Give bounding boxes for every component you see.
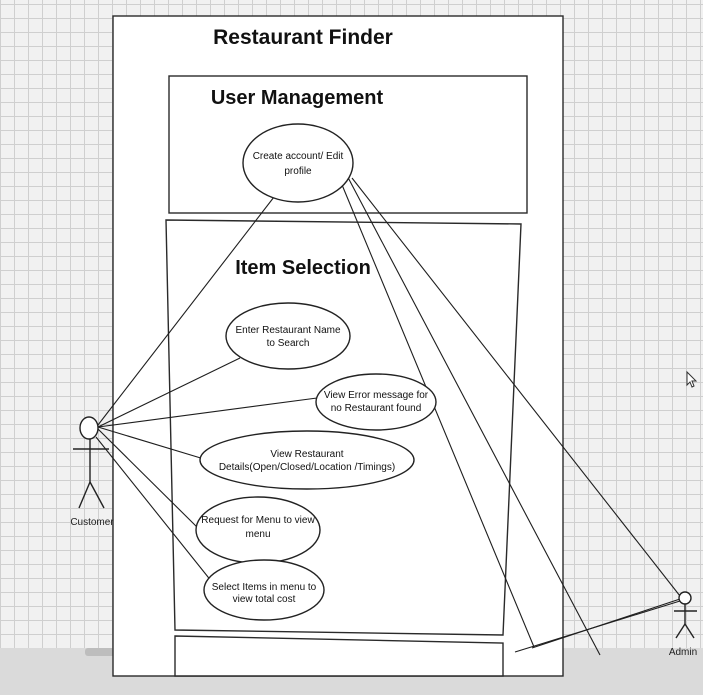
package-user-management [168, 75, 528, 214]
association-line [342, 167, 601, 656]
actor-head [678, 591, 692, 605]
actor-label-admin: Admin [669, 647, 697, 658]
association-line [97, 426, 205, 460]
association-line [97, 196, 275, 426]
association-line [351, 177, 681, 597]
use-case-select-items[interactable]: Select Items in menu to view total cost [203, 559, 325, 621]
use-case-ellipse [225, 302, 351, 370]
use-case-request-menu[interactable]: Request for Menu to view menu [195, 496, 321, 564]
mouse-cursor-icon [686, 370, 698, 388]
actor-leg [684, 623, 695, 639]
use-case-label-line1: View Restaurant [270, 449, 343, 460]
use-case-enter-restaurant-name[interactable]: Enter Restaurant Name to Search [225, 302, 351, 370]
admin-associations [339, 167, 681, 656]
association-line [97, 397, 318, 428]
actor-admin[interactable]: Admin [669, 591, 697, 658]
use-case-label-line1: Enter Restaurant Name [235, 325, 340, 336]
association-line [514, 600, 681, 653]
use-case-label-line1: Create account/ Edit [253, 151, 344, 162]
actor-leg [89, 481, 105, 509]
actor-head [79, 416, 99, 440]
use-case-label-line1: Request for Menu to view [201, 515, 315, 526]
use-case-ellipse [315, 373, 437, 431]
use-case-label-line1: View Error message for [324, 390, 429, 401]
package-lower [174, 635, 504, 677]
association-line [97, 357, 241, 428]
association-line [97, 428, 203, 533]
association-line [339, 179, 535, 648]
use-case-label-line2: menu [245, 529, 270, 540]
package-title-user-management: User Management [211, 87, 384, 109]
use-case-view-error-message[interactable]: View Error message for no Restaurant fou… [315, 373, 437, 431]
use-case-label-line2: view total cost [233, 594, 296, 605]
use-case-label-line2: to Search [267, 338, 310, 349]
actor-label-customer: Customer [70, 517, 114, 528]
use-case-create-account[interactable]: Create account/ Edit profile [242, 123, 354, 203]
use-case-label-line1: Select Items in menu to [212, 582, 317, 593]
system-title: Restaurant Finder [213, 26, 393, 49]
use-case-ellipse [203, 559, 325, 621]
use-case-ellipse [242, 123, 354, 203]
package-title-item-selection: Item Selection [235, 257, 371, 279]
actor-leg [675, 623, 686, 639]
use-case-label-line2: no Restaurant found [331, 403, 422, 414]
actor-customer[interactable]: Customer [70, 416, 114, 528]
use-case-ellipse [199, 430, 415, 490]
actor-leg [78, 481, 91, 509]
use-case-view-restaurant-details[interactable]: View Restaurant Details(Open/Closed/Loca… [199, 430, 415, 490]
customer-associations [95, 196, 318, 583]
association-line [95, 436, 213, 583]
use-case-label-line2: profile [284, 166, 312, 177]
use-case-label-line2: Details(Open/Closed/Location /Timings) [219, 462, 395, 473]
